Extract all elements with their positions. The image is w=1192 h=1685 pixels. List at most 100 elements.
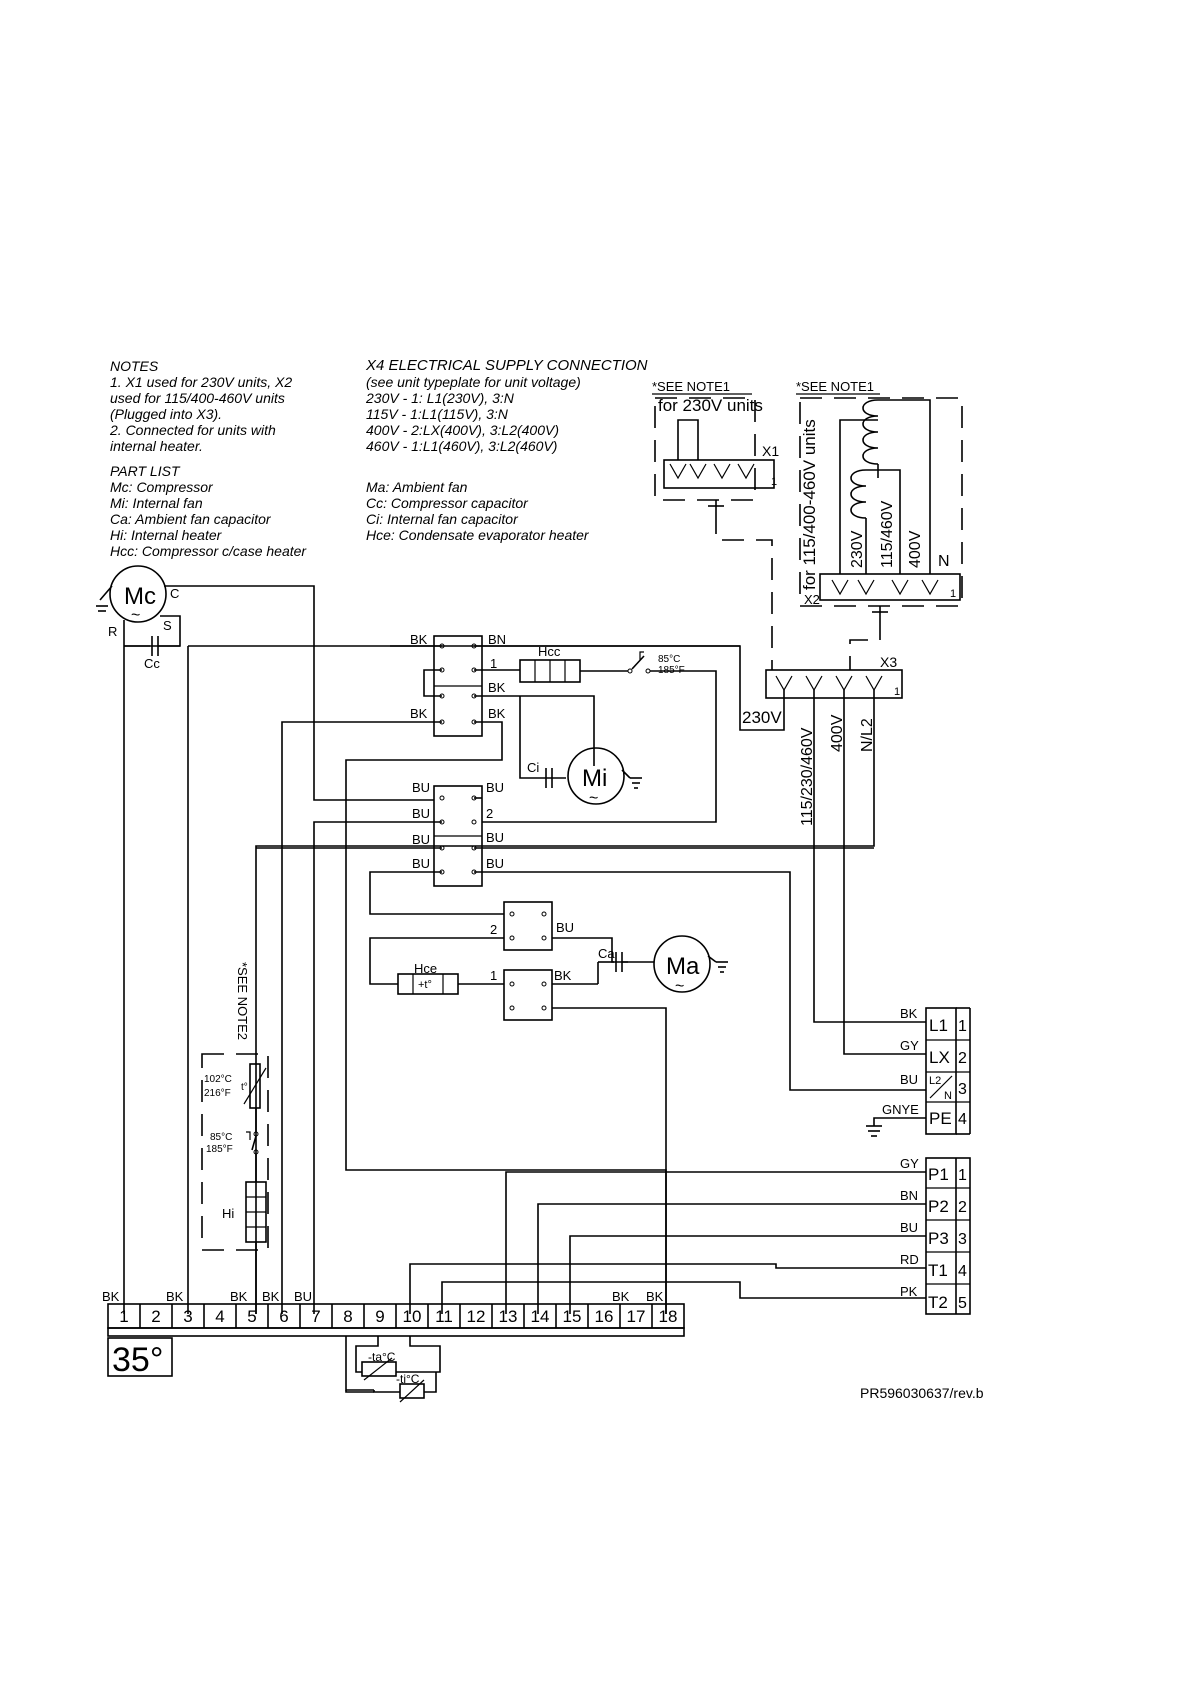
x2-note: *SEE NOTE1 [796,379,874,394]
svg-text:1: 1 [958,1167,967,1184]
supply-title: X4 ELECTRICAL SUPPLY CONNECTION [366,357,648,374]
svg-text:-ti°C: -ti°C [396,1372,420,1386]
terminal-number: 14 [531,1307,550,1326]
see-note2: *SEE NOTE2 [235,962,250,1040]
svg-text:185°F: 185°F [206,1144,233,1155]
svg-text:T1: T1 [928,1261,948,1280]
x1-block [663,459,775,489]
svg-text:1: 1 [490,968,497,983]
x2-block [819,573,961,601]
terminal-number: 9 [375,1307,384,1326]
svg-text:BU: BU [412,856,430,871]
x2-tap: 115/460V [879,500,896,568]
x2-pin: 1 [950,588,956,600]
x1-note: *SEE NOTE1 [652,379,730,394]
x5-terminal: GY BN BU RD PK P1 P2 P3 T1 T2 1 2 3 4 5 [409,1156,971,1315]
svg-text:BU: BU [412,832,430,847]
supply-line: 460V - 1:L1(460V), 3:L2(460V) [366,438,558,454]
svg-text:2: 2 [490,922,497,937]
svg-text:1: 1 [958,1018,967,1035]
svg-text:BK: BK [230,1289,248,1304]
x2-tap: 400V [907,530,924,568]
x2-title: for 115/400-460V units [800,419,819,590]
svg-text:102°C: 102°C [204,1074,232,1085]
svg-text:3: 3 [958,1081,967,1098]
x2-tap: 230V [849,530,866,568]
ma-label: Ma [666,953,700,980]
svg-text:1: 1 [490,656,497,671]
terminal-number: 8 [343,1307,352,1326]
svg-text:t°: t° [241,1082,248,1093]
part-item: Mi: Internal fan [110,495,203,511]
terminal-number: 10 [403,1307,422,1326]
svg-text:BK: BK [554,968,572,983]
relay-4: 1 BK Hce +t° [397,961,667,1314]
svg-text:BK: BK [612,1289,630,1304]
terminal-number: 15 [563,1307,582,1326]
part-item: Ca: Ambient fan capacitor [110,511,271,527]
part-list-title: PART LIST [110,463,180,479]
terminal-number: 16 [595,1307,614,1326]
svg-text:4: 4 [958,1111,967,1128]
svg-text:216°F: 216°F [204,1088,231,1099]
svg-text:GNYE: GNYE [882,1102,919,1117]
svg-text:~: ~ [675,978,684,995]
svg-text:185°F: 185°F [658,665,685,676]
svg-text:BU: BU [294,1289,312,1304]
temp-display-value: 35° [112,1341,163,1379]
x3-connector: X3 1 230V 115/230/460V 400V N/L2 [255,645,903,1314]
part-item: Hcc: Compressor c/case heater [110,543,307,559]
terminal-number: 5 [247,1307,256,1326]
x3-feed-label: 115/230/460V [799,727,816,826]
svg-text:BU: BU [486,780,504,795]
x3-feed: 230V [742,708,782,727]
ca-label: Ca [598,946,615,961]
svg-text:BN: BN [488,632,506,647]
supply-line: 115V - 1:L1(115V), 3:N [366,406,508,422]
svg-text:BK: BK [900,1006,918,1021]
x2-connector: *SEE NOTE1 for 115/400-460V units X2 1 2… [796,379,963,670]
part-item: Cc: Compressor capacitor [366,495,528,511]
relay-2: BU BU BU 2 BU BU BU BU [256,780,888,1314]
compressor-mc: Mc ~ C R S Cc [96,565,434,1314]
x2-label: X2 [804,592,820,607]
mi-label: Mi [582,765,607,792]
svg-text:P1: P1 [928,1165,949,1184]
terminal-number: 3 [183,1307,192,1326]
svg-text:BU: BU [900,1220,918,1235]
part-item: Ma: Ambient fan [366,479,468,495]
svg-text:+t°: +t° [418,979,432,991]
svg-text:BU: BU [900,1072,918,1087]
svg-text:L1: L1 [929,1016,948,1035]
x3-block [765,669,903,699]
terminal-wire-labels: BK BK BK BK BU BK BK [102,1289,664,1304]
svg-text:BU: BU [486,856,504,871]
svg-text:BK: BK [166,1289,184,1304]
svg-text:2: 2 [958,1199,967,1216]
revision-ref: PR596030637/rev.b [860,1385,984,1401]
temp-display [107,1337,173,1377]
svg-text:C: C [170,586,179,601]
svg-text:BK: BK [262,1289,280,1304]
svg-text:BU: BU [412,780,430,795]
svg-text:4: 4 [958,1263,967,1280]
part-item: Mc: Compressor [110,479,213,495]
svg-text:BN: BN [900,1188,918,1203]
svg-text:N: N [944,1090,952,1102]
part-item: Hi: Internal heater [110,527,222,543]
notes-line: used for 115/400-460V units [110,390,285,406]
terminal-number: 6 [279,1307,288,1326]
terminal-number: 7 [311,1307,320,1326]
svg-text:LX: LX [929,1048,950,1067]
terminal-number: 2 [151,1307,160,1326]
notes-line: 1. X1 used for 230V units, X2 [110,374,293,390]
svg-text:~: ~ [131,607,140,624]
hce-label: Hce [414,961,437,976]
svg-text:3: 3 [958,1231,967,1248]
supply-line: 230V - 1: L1(230V), 3:N [366,390,514,406]
svg-text:GY: GY [900,1156,919,1171]
svg-text:2: 2 [486,806,493,821]
svg-text:BK: BK [410,706,428,721]
